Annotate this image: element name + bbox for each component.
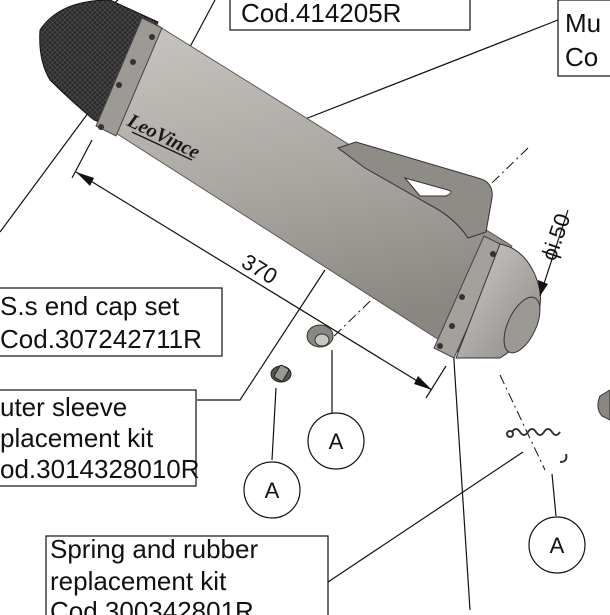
rivet [98, 124, 104, 130]
centerline [329, 147, 546, 471]
svg-text:A: A [265, 478, 280, 503]
detail-marker-1: A [307, 412, 365, 470]
svg-text:Cod.307242711R: Cod.307242711R [0, 324, 202, 354]
detail-marker-2: A [243, 461, 301, 519]
svg-text:A: A [550, 533, 565, 558]
rivet [490, 251, 496, 257]
leader-muffler [294, 19, 559, 124]
front-band [95, 17, 163, 137]
rivet [116, 82, 122, 88]
svg-text:S.s end cap set: S.s end cap set [0, 291, 180, 321]
svg-text:uter sleeve: uter sleeve [0, 392, 127, 422]
svg-text:od.3014328010R: od.3014328010R [0, 454, 200, 484]
rivet [459, 294, 465, 300]
callout-outer-sleeve: uter sleeve placement kit od.3014328010R [0, 389, 200, 487]
leader-lines [0, 0, 559, 611]
svg-text:Mu: Mu [565, 8, 601, 38]
svg-text:Co: Co [565, 42, 598, 72]
rivet [149, 34, 155, 40]
bracket-slot [403, 177, 452, 197]
length-dimension [71, 139, 447, 399]
rubber-grommet [306, 324, 334, 348]
callout-spring: Spring and rubber replacement kit Cod.30… [45, 534, 329, 615]
svg-text:A: A [329, 429, 344, 454]
svg-text:replacement kit: replacement kit [50, 566, 227, 596]
rivet [449, 323, 455, 329]
length-dimension-label: 370 [237, 249, 281, 289]
rivet [437, 343, 443, 349]
rivet [130, 59, 136, 65]
diameter-dimension-label: ϕi.50 [536, 210, 575, 263]
svg-text:Cod.300342801R: Cod.300342801R [50, 596, 254, 615]
spring [506, 428, 568, 463]
outlet-pipe [503, 296, 541, 354]
leader-bottom [451, 329, 471, 611]
svg-text:placement kit: placement kit [0, 423, 154, 453]
brand-underline [131, 131, 193, 161]
carbon-end-cap [39, 0, 159, 129]
screw [270, 364, 292, 383]
muffler-body: LeoVince [39, 0, 541, 359]
callout-muffler: Mu Co [557, 0, 610, 77]
diameter-dimension [538, 209, 569, 297]
callout-end-cap: S.s end cap set Cod.307242711R [0, 287, 223, 357]
leader-spring [327, 451, 524, 583]
svg-text:Cod.414205R: Cod.414205R [241, 0, 401, 28]
rubber-spacer [597, 389, 610, 421]
callout-top-code: Cod.414205R [229, 0, 471, 31]
detail-marker-3: A [528, 516, 586, 574]
leader-outer-sleeve [197, 269, 326, 401]
svg-text:Spring and rubber: Spring and rubber [50, 534, 258, 564]
